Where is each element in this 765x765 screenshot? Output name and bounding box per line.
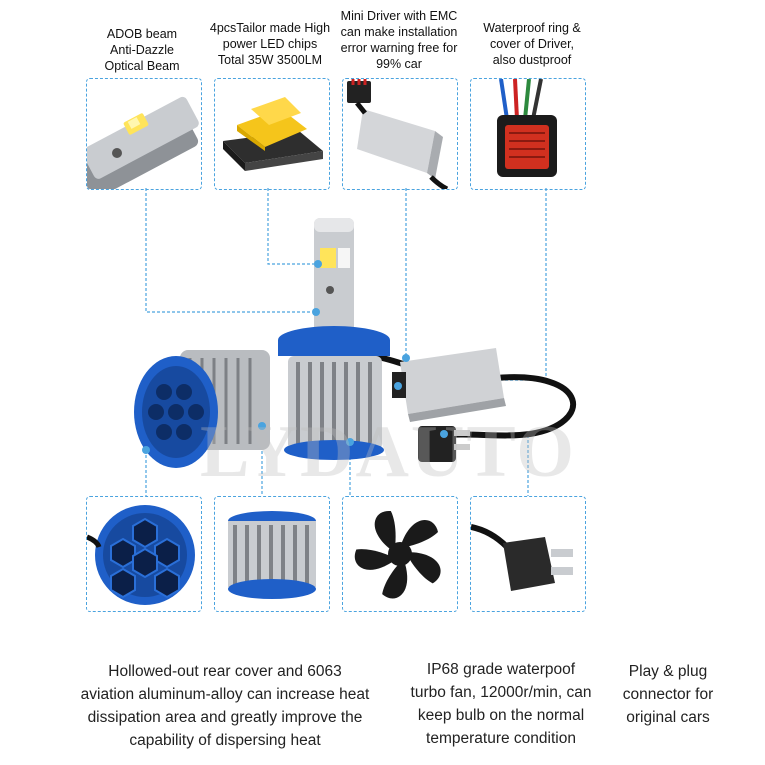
cable <box>437 374 576 439</box>
feature-box-plug <box>470 496 586 612</box>
driver-box <box>392 348 506 422</box>
plug-icon <box>471 524 573 591</box>
connector-illustration <box>497 79 557 177</box>
driver-illustration <box>347 79 449 189</box>
heatsink-illustration <box>228 511 316 599</box>
caption-waterproof-ring: Waterproof ring & cover of Driver, also … <box>483 21 581 67</box>
caption-mini-driver: Mini Driver with EMC can make installati… <box>340 9 458 71</box>
caption-rear-cover: Hollowed-out rear cover and 6063 aviatio… <box>80 663 370 749</box>
caption-adob-beam: ADOB beam Anti-Dazzle Optical Beam <box>104 27 180 73</box>
feature-box-chip <box>214 78 330 190</box>
feature-box-heatsink <box>214 496 330 612</box>
feature-box-fan <box>342 496 458 612</box>
led-chip-illustration <box>223 97 323 171</box>
feature-box-driver <box>342 78 458 190</box>
rear-bulb <box>134 350 270 468</box>
rear-cover-illustration <box>87 505 195 605</box>
feature-box-waterproof <box>470 78 586 190</box>
watermark: LYDAUTO <box>200 411 576 493</box>
caption-led-chips: 4pcsTailor made High power LED chips Tot… <box>209 21 331 67</box>
front-bulb <box>278 218 390 460</box>
caption-turbo-fan: IP68 grade waterpoof turbo fan, 12000r/m… <box>410 661 592 747</box>
beam-illustration <box>87 96 199 189</box>
fan-icon <box>354 511 441 599</box>
feature-box-beam <box>86 78 202 190</box>
caption-plug: Play & plug connector for original cars <box>622 663 714 726</box>
feature-box-rear-cover <box>86 496 202 612</box>
product-illustration <box>134 218 576 468</box>
